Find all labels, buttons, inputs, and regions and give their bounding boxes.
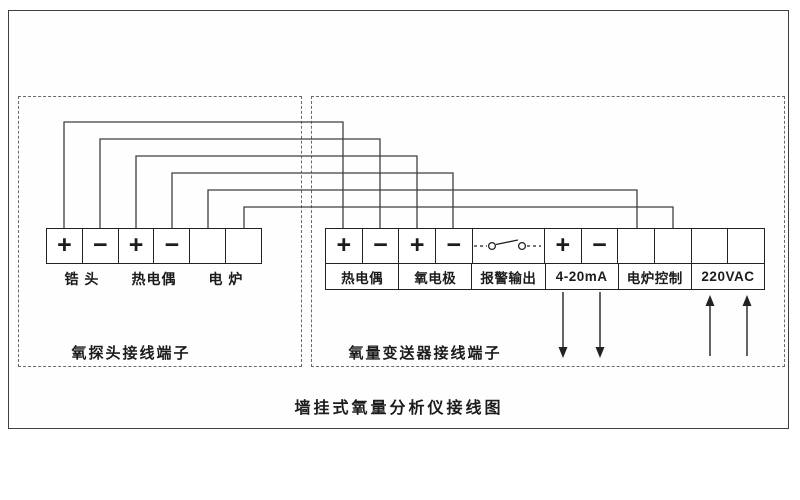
terminal-label: 报警输出 — [472, 264, 546, 289]
alarm-output-cell — [473, 229, 546, 263]
terminal-cell — [692, 229, 729, 263]
terminal-cell — [618, 229, 656, 263]
terminal-label: 氧电极 — [399, 264, 473, 289]
terminal-cell: + — [399, 229, 437, 263]
terminal-cell: − — [83, 229, 119, 263]
transmitter-block-caption: 氧量变送器接线端子 — [348, 345, 502, 362]
terminal-cell — [728, 229, 764, 263]
terminal-cell: − — [154, 229, 191, 263]
transmitter-terminal-strip: + − + − + − — [325, 228, 765, 264]
probe-block-caption: 氧探头接线端子 — [71, 345, 191, 362]
probe-terminal-labels: 锆 头 热电偶 电 炉 — [46, 269, 262, 289]
transmitter-terminal-labels: 热电偶 氧电极 报警输出 4-20mA 电炉控制 220VAC — [325, 263, 765, 290]
terminal-label: 4-20mA — [546, 264, 619, 289]
terminal-label: 220VAC — [701, 269, 755, 284]
terminal-cell — [190, 229, 227, 263]
terminal-cell: + — [47, 229, 83, 263]
terminal-cell: + — [545, 229, 582, 263]
terminal-label: 电 炉 — [208, 271, 244, 287]
terminal-label: 热电偶 — [131, 271, 177, 287]
transmitter-terminal-block — [311, 96, 785, 367]
terminal-cell — [226, 229, 261, 263]
terminal-cell: − — [363, 229, 400, 263]
probe-terminal-block — [18, 96, 302, 367]
terminal-cell — [655, 229, 692, 263]
terminal-cell: + — [326, 229, 363, 263]
terminal-label: 锆 头 — [64, 271, 100, 287]
terminal-label: 电炉控制 — [619, 264, 692, 289]
terminal-cell: − — [582, 229, 619, 263]
page-title: 墙挂式氧量分析仪接线图 — [294, 400, 504, 417]
terminal-cell: − — [436, 229, 473, 263]
terminal-cell: + — [119, 229, 155, 263]
terminal-label: 热电偶 — [326, 264, 400, 289]
probe-terminal-strip: + − + − — [46, 228, 262, 264]
